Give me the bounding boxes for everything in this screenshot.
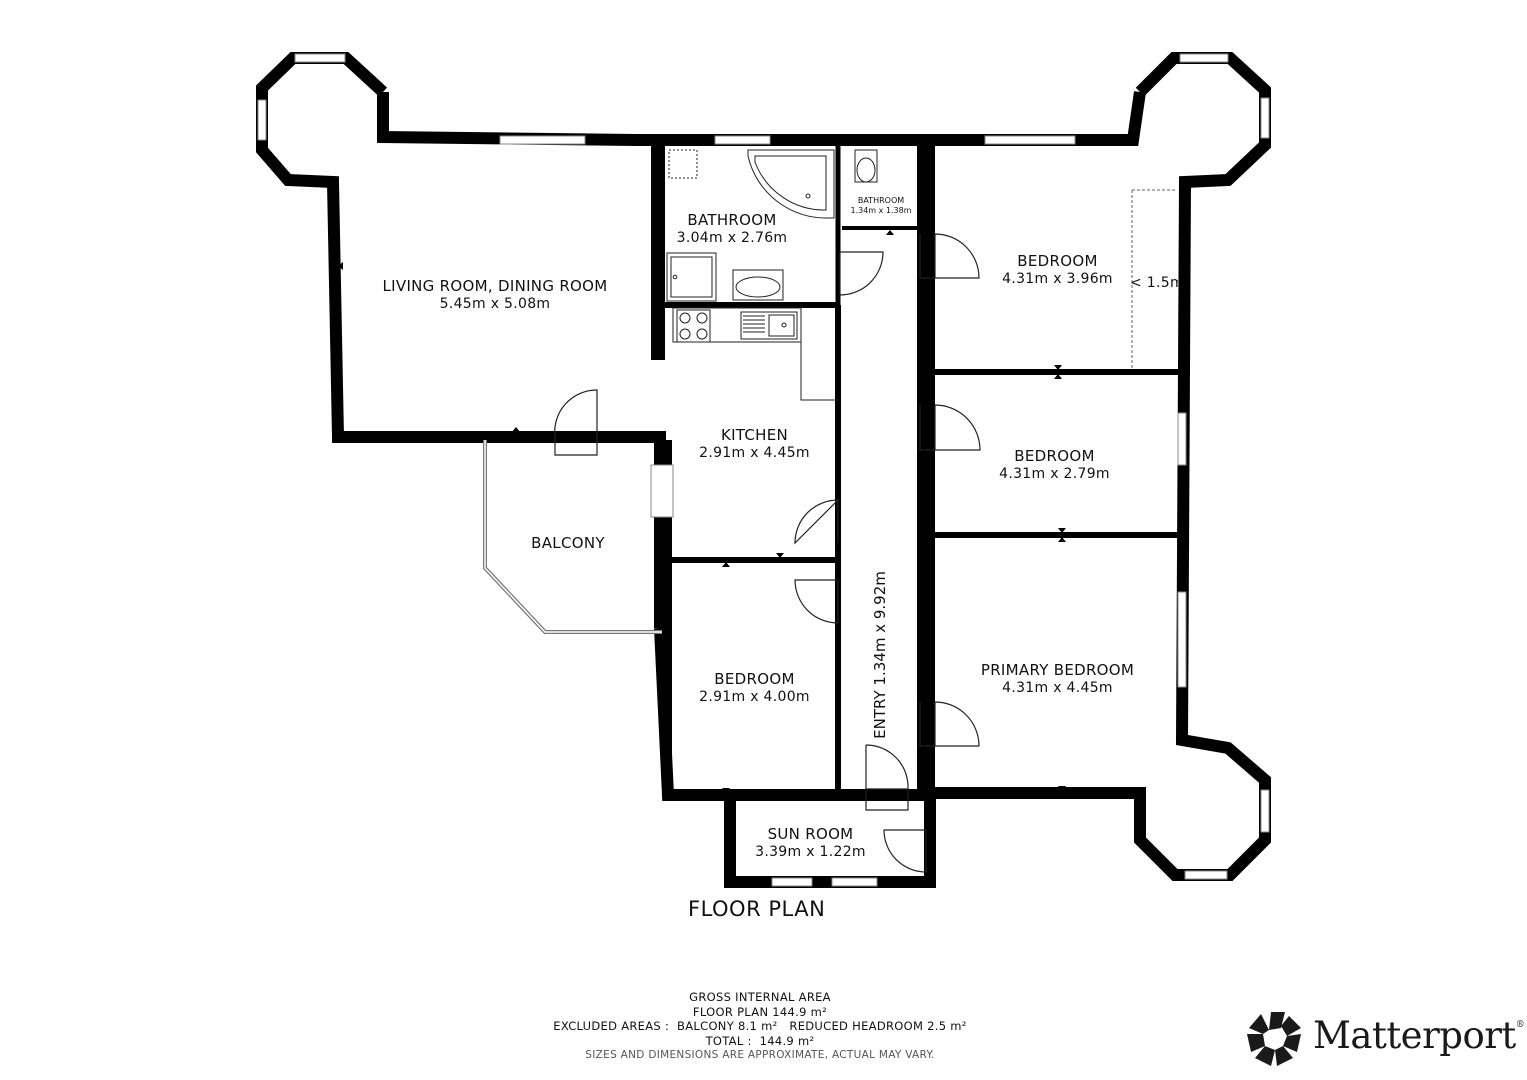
matterport-logo-icon — [1247, 1012, 1301, 1066]
room-dims: 1.34m x 1.38m — [850, 206, 912, 215]
room-living-dining: LIVING ROOM, DINING ROOM 5.45m x 5.08m — [370, 277, 620, 313]
room-bathroom-small: BATHROOM 1.34m x 1.38m — [846, 196, 916, 216]
window-tower-right-side — [1260, 97, 1270, 139]
room-dims: 1.34m x 9.92m — [871, 571, 889, 686]
room-dims: 2.91m x 4.45m — [699, 445, 810, 461]
doors — [554, 233, 981, 873]
room-name: BEDROOM — [1014, 447, 1095, 465]
window-tower-right-top — [1179, 53, 1229, 63]
room-dims: 4.31m x 4.45m — [1002, 680, 1113, 696]
brand-wordmark: Matterport — [1313, 1014, 1516, 1057]
door-bedroom-left — [794, 579, 839, 624]
room-dims: 4.31m x 3.96m — [1002, 271, 1113, 287]
wall-sun-room — [724, 795, 936, 888]
room-dims: 5.45m x 5.08m — [439, 296, 551, 312]
brand-name: Matterport® — [1313, 1014, 1525, 1057]
room-dims: 4.31m x 2.79m — [999, 466, 1110, 482]
room-name: ENTRY — [871, 690, 889, 739]
window-bath-top — [714, 135, 771, 145]
plan-title: FLOOR PLAN — [688, 897, 826, 921]
door-balcony — [554, 389, 598, 456]
sink-icon — [740, 311, 798, 340]
room-name: BATHROOM — [857, 196, 905, 205]
room-dims: 3.39m x 1.22m — [755, 844, 866, 860]
door-sun-room — [883, 829, 927, 873]
door-bed2 — [919, 404, 981, 451]
room-primary-bedroom: PRIMARY BEDROOM 4.31m x 4.45m — [970, 661, 1145, 697]
window-tower-left-side — [257, 99, 267, 141]
room-name: PRIMARY BEDROOM — [980, 661, 1135, 679]
room-name: LIVING ROOM, DINING ROOM — [382, 277, 608, 295]
room-sun-room: SUN ROOM 3.39m x 1.22m — [748, 825, 873, 861]
area-note: SIZES AND DIMENSIONS ARE APPROXIMATE, AC… — [585, 1049, 935, 1061]
reduced-headroom-mark: < 1.5m — [1130, 275, 1178, 291]
area-excluded: EXCLUDED AREAS : BALCONY 8.1 m² REDUCED … — [553, 1019, 967, 1033]
room-name: SUN ROOM — [767, 825, 854, 843]
area-floor-plan: FLOOR PLAN 144.9 m² — [692, 1004, 828, 1019]
room-bathroom-main: BATHROOM 3.04m x 2.76m — [672, 211, 792, 247]
room-bedroom-mid-right: BEDROOM 4.31m x 2.79m — [992, 447, 1117, 483]
door-kitchen — [794, 498, 839, 545]
window-tower-bottom-side — [1260, 789, 1270, 833]
wall-right-tower-top — [930, 52, 1271, 881]
fixtures — [666, 149, 1175, 401]
shower-tray-icon — [666, 252, 717, 302]
hob-icon — [676, 309, 711, 343]
room-dims: 2.91m x 4.00m — [699, 689, 810, 705]
room-name: BEDROOM — [714, 670, 795, 688]
kitchen-counter — [672, 307, 802, 343]
area-summary: GROSS INTERNAL AREA FLOOR PLAN 144.9 m² … — [490, 990, 1030, 1063]
bath-vent-icon — [668, 149, 698, 179]
room-balcony: BALCONY — [518, 534, 618, 552]
window-sun-2 — [831, 877, 878, 887]
wall-kitchen-balcony — [480, 431, 666, 628]
door-entry — [865, 744, 909, 811]
window-sun-1 — [771, 877, 813, 887]
room-bedroom-left: BEDROOM 2.91m x 4.00m — [692, 670, 817, 706]
room-name: BEDROOM — [1017, 252, 1098, 270]
toilet-main-icon — [732, 269, 784, 301]
window-tower-bottom — [1184, 870, 1228, 880]
window-primary-right — [1177, 591, 1187, 688]
dimension-markers — [338, 230, 1066, 793]
room-kitchen: KITCHEN 2.91m x 4.45m — [692, 426, 817, 462]
door-primary — [919, 701, 980, 747]
window-living-top — [499, 135, 586, 145]
window-bed-top — [984, 135, 1076, 145]
wall-outline-top — [377, 91, 1146, 146]
wall-left-tower — [256, 52, 480, 443]
room-name: BALCONY — [531, 534, 605, 552]
area-heading: GROSS INTERNAL AREA — [689, 990, 831, 1004]
windows — [257, 53, 1270, 887]
reduced-headroom-line — [1131, 189, 1175, 368]
corner-bathtub-icon — [747, 149, 835, 219]
room-name: KITCHEN — [720, 426, 789, 444]
room-name: BATHROOM — [687, 211, 777, 229]
room-dims: 3.04m x 2.76m — [676, 230, 788, 246]
door-bathroom — [839, 251, 884, 296]
wall-bottom-left — [654, 627, 930, 801]
window-bed2-right — [1177, 412, 1187, 466]
area-total: TOTAL : 144.9 m² — [705, 1033, 815, 1048]
door-bed1 — [919, 233, 980, 279]
brand-registered-mark: ® — [1515, 1020, 1525, 1030]
window-tower-left-top — [294, 53, 346, 63]
window-kitchen-left — [650, 464, 674, 518]
room-bedroom-top-right: BEDROOM 4.31m x 3.96m — [995, 252, 1120, 288]
